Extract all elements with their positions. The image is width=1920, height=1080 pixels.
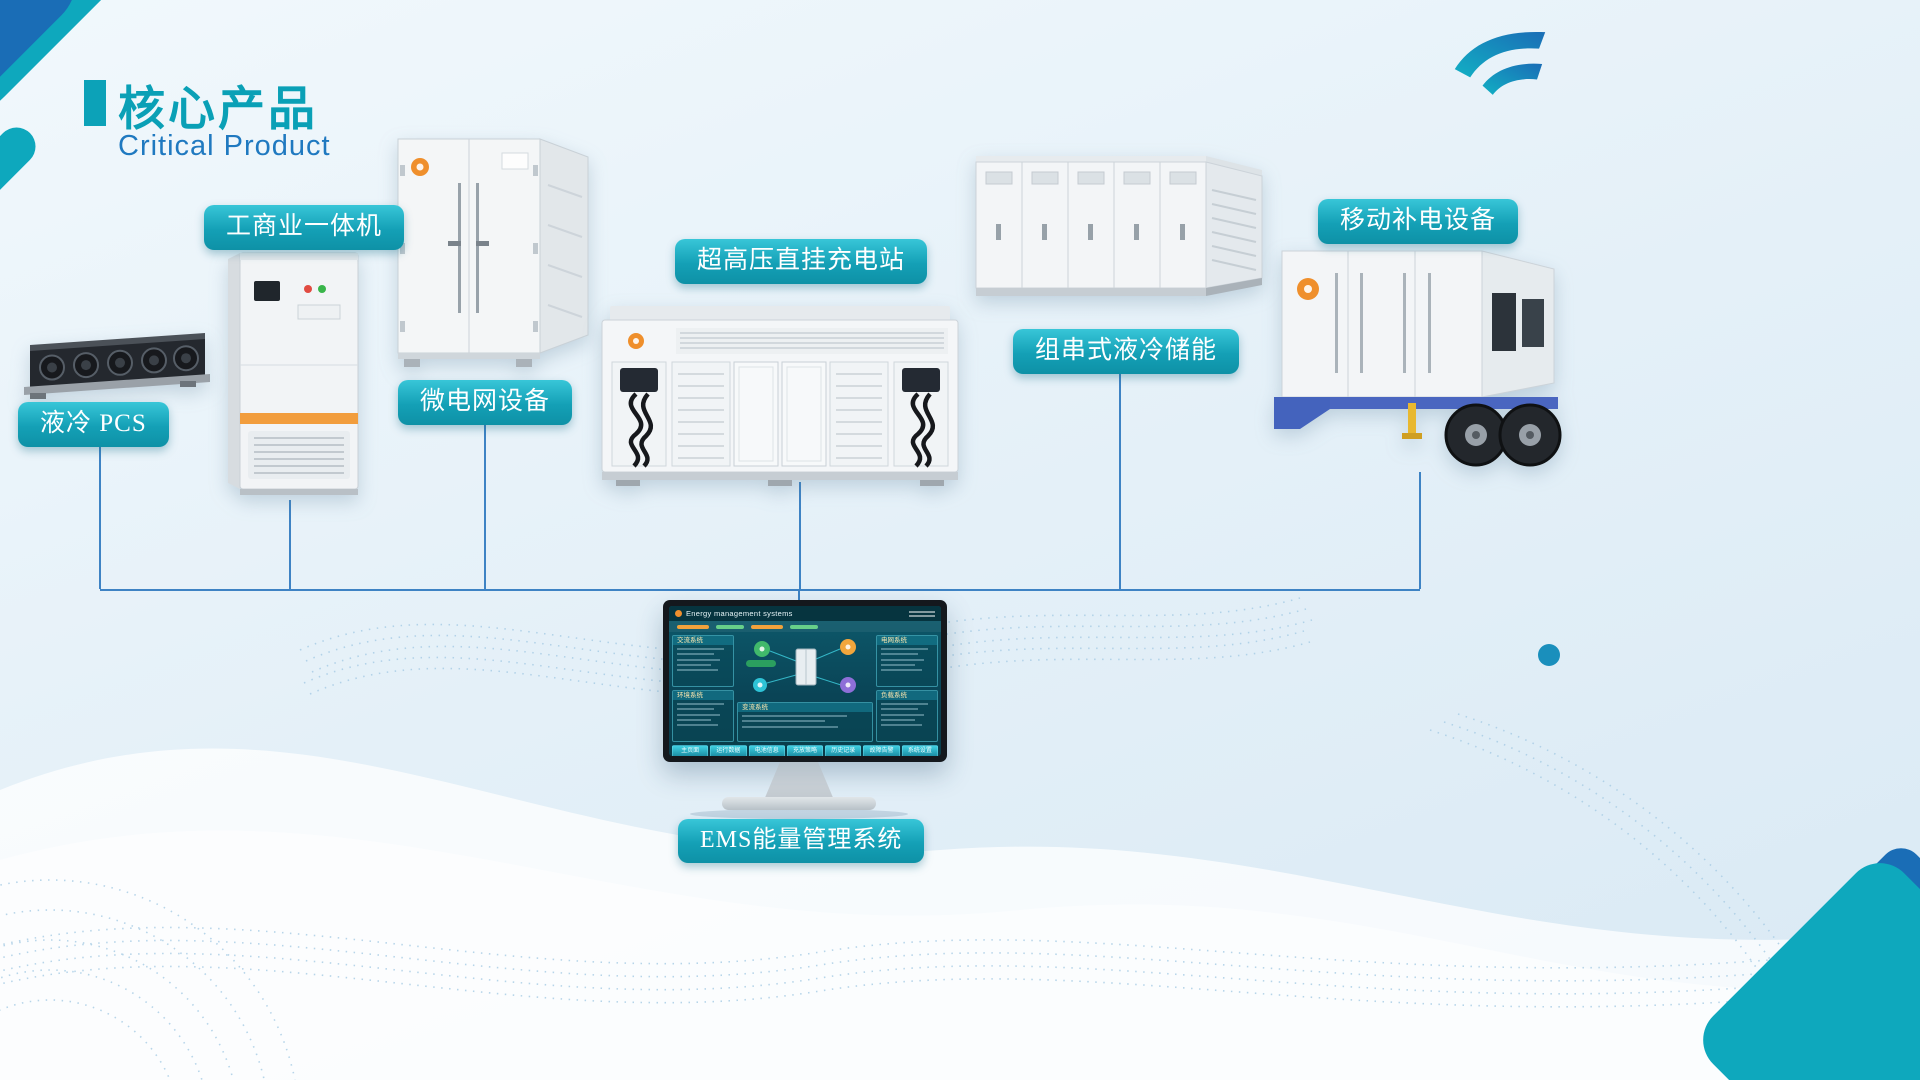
- panel-env-system: 环境系统: [672, 690, 734, 742]
- connector-all-in-one: [289, 500, 291, 589]
- ems-mode-strip: [669, 621, 941, 632]
- connector-bus-line: [100, 589, 1420, 591]
- label-all-in-one: 工商业一体机: [204, 205, 405, 250]
- product-illustration-pcs: [20, 325, 210, 403]
- ems-flow-diagram: [746, 639, 856, 693]
- ems-button-bar: 主页面 运行数据 电池信息 充放策略 历史记录 故障告警 系统设置: [669, 745, 941, 756]
- connector-microgrid: [484, 424, 486, 589]
- panel-ac-system: 交流系统: [672, 635, 734, 687]
- brand-logo-icon: [1448, 26, 1552, 100]
- monitor-stand-neck: [764, 760, 834, 800]
- ems-button: 历史记录: [825, 745, 862, 756]
- ems-datetime: [909, 610, 935, 617]
- ems-screen-header: Energy management systems: [669, 606, 941, 621]
- mode-chip: [790, 624, 818, 629]
- label-pcs: 液冷 PCS: [18, 402, 169, 447]
- product-illustration-mobile: [1260, 243, 1570, 478]
- accent-dot: [1538, 644, 1560, 666]
- corner-decoration-top-left-small: [0, 119, 44, 215]
- mode-chip: [677, 624, 709, 629]
- connector-mobile: [1419, 472, 1421, 589]
- ems-button: 系统设置: [901, 745, 938, 756]
- page-title: 核心产品: [118, 82, 318, 135]
- product-illustration-string-ess: [970, 146, 1270, 316]
- label-microgrid: 微电网设备: [398, 380, 573, 425]
- connector-pcs: [99, 447, 101, 589]
- ems-button: 主页面: [672, 745, 709, 756]
- mode-chip: [751, 624, 783, 629]
- label-ems: EMS能量管理系统: [678, 819, 925, 863]
- product-illustration-charger: [596, 296, 966, 492]
- monitor-shadow: [690, 809, 908, 819]
- ems-monitor: Energy management systems 交流系统 环境系统: [663, 600, 947, 762]
- mode-chip: [716, 624, 744, 629]
- corner-decoration-bottom-right-teal: [1689, 849, 1920, 1080]
- label-string-ess: 组串式液冷储能: [1013, 329, 1240, 374]
- ems-button: 运行数据: [710, 745, 747, 756]
- ems-button: 充放策略: [786, 745, 824, 756]
- monitor-stand-base: [722, 797, 876, 810]
- ems-screen-body: 交流系统 环境系统: [669, 632, 941, 745]
- page-subtitle: Critical Product: [118, 130, 331, 162]
- ems-button: 故障告警: [863, 745, 900, 756]
- product-illustration-all-in-one: [220, 245, 370, 497]
- label-charger: 超高压直挂充电站: [675, 239, 928, 284]
- panel-load-system: 负载系统: [876, 690, 938, 742]
- connector-charger: [799, 482, 801, 589]
- ems-title: Energy management systems: [686, 609, 793, 618]
- ems-button: 电池信息: [748, 745, 785, 756]
- ems-logo-icon: [675, 610, 682, 617]
- panel-pcs-system: 变流系统: [737, 702, 873, 742]
- title-marker: [84, 80, 106, 126]
- panel-grid-system: 电网系统: [876, 635, 938, 687]
- label-mobile: 移动补电设备: [1318, 199, 1519, 244]
- ems-screen: Energy management systems 交流系统 环境系统: [669, 606, 941, 756]
- product-illustration-microgrid: [390, 125, 595, 370]
- connector-ems: [798, 589, 800, 605]
- connector-string-ess: [1119, 370, 1121, 589]
